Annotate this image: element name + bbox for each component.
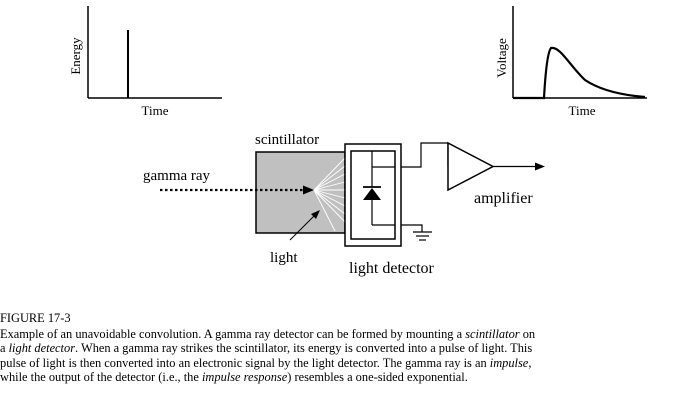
caption-text: Example of an unavoidable convolution. A… <box>0 326 466 341</box>
light-rays <box>313 157 346 232</box>
input-plot: Energy Time <box>68 6 222 118</box>
gamma-ray-arrowhead <box>303 185 314 195</box>
amplifier-triangle-icon <box>447 141 495 192</box>
caption-text: a <box>0 341 9 356</box>
ground-icon <box>413 231 432 241</box>
caption-text: pulse of light is then converted into an… <box>0 355 490 370</box>
output-x-label: Time <box>569 103 596 118</box>
amplifier-label: amplifier <box>474 190 533 207</box>
input-x-label: Time <box>142 103 169 118</box>
caption-italic-term: impulse response <box>201 370 288 385</box>
caption-line: a light detector. When a gamma ray strik… <box>0 341 692 356</box>
caption-italic-term: scintillator <box>465 326 520 341</box>
caption-text: , <box>528 355 532 370</box>
caption-line: while the output of the detector (i.e., … <box>0 370 692 385</box>
caption-text: . When a gamma ray strikes the scintilla… <box>75 341 533 356</box>
figure-caption: FIGURE 17-3 Example of an unavoidable co… <box>0 311 692 385</box>
output-y-label: Voltage <box>494 38 509 78</box>
caption-body: Example of an unavoidable convolution. A… <box>0 327 692 385</box>
output-arrowhead-icon <box>535 162 545 171</box>
scintillator-block <box>255 151 346 234</box>
output-plot: Voltage Time <box>494 6 647 118</box>
caption-text: while the output of the detector (i.e., … <box>0 370 202 385</box>
figure-diagram: Energy Time Voltage Time scintillator ga… <box>68 6 647 277</box>
photodiode-icon <box>363 186 381 200</box>
caption-text: on <box>519 326 536 341</box>
scintillator-label: scintillator <box>255 132 319 148</box>
input-y-label: Energy <box>68 37 83 75</box>
light-detector-label: light detector <box>349 260 435 277</box>
impulse-response-curve <box>513 46 646 100</box>
caption-italic-term: impulse <box>489 355 529 370</box>
gamma-ray-label: gamma ray <box>143 168 211 184</box>
light-label: light <box>270 250 298 266</box>
light-pointer: light <box>270 210 320 266</box>
circuit-wiring <box>401 142 449 232</box>
gamma-ray-arrow: gamma ray <box>143 168 314 195</box>
caption-line: Example of an unavoidable convolution. A… <box>0 327 692 342</box>
caption-title: FIGURE 17-3 <box>0 311 71 325</box>
caption-line: pulse of light is then converted into an… <box>0 356 692 371</box>
light-detector: light detector <box>344 143 435 277</box>
caption-text: ) resembles a one-sided exponential. <box>287 370 468 385</box>
caption-italic-term: light detector <box>8 341 76 356</box>
scintillator: scintillator <box>255 132 346 234</box>
amplifier: amplifier <box>447 141 545 207</box>
